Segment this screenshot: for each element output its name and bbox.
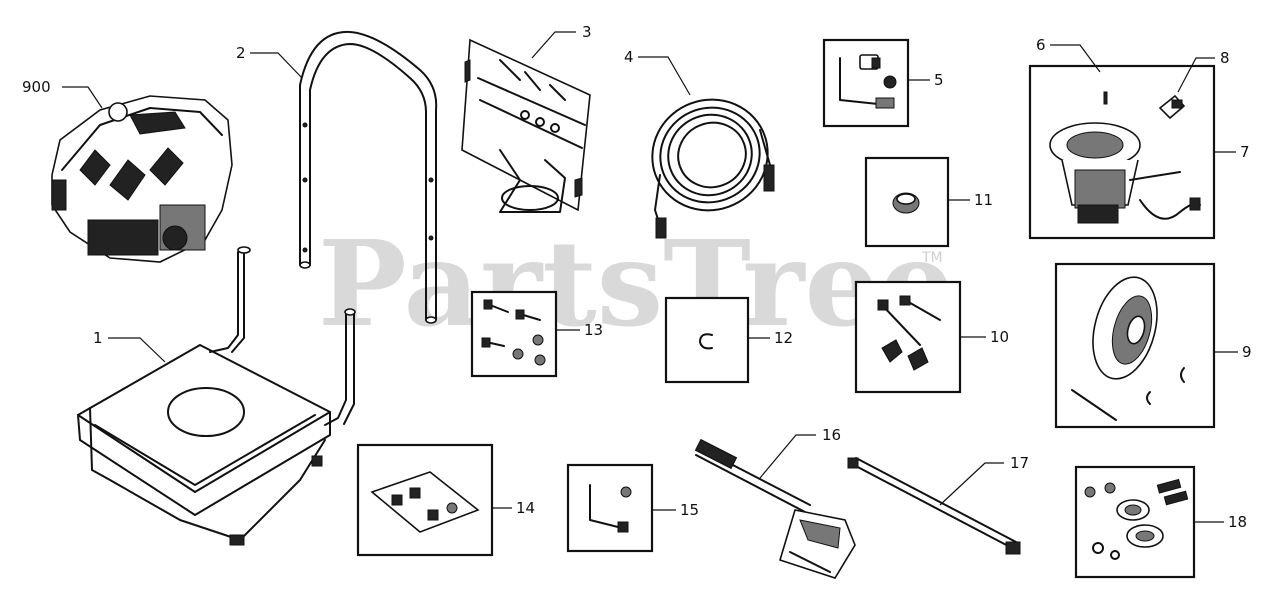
callout-4-label: 4 — [624, 48, 634, 66]
watermark: PartsTree TM — [318, 214, 955, 353]
part-7-pump-assembly[interactable] — [1028, 64, 1216, 240]
callout-3-label: 3 — [582, 23, 592, 41]
callout-14: 14 — [492, 499, 535, 517]
callout-13-label: 13 — [584, 321, 603, 339]
callout-12-label: 12 — [774, 329, 793, 347]
part-900-engine[interactable] — [51, 95, 233, 263]
callout-4: 4 — [624, 48, 691, 96]
callout-2-label: 2 — [236, 44, 246, 62]
callout-18-label: 18 — [1228, 513, 1247, 531]
callout-1-label: 1 — [93, 329, 103, 347]
callout-10: 10 — [960, 328, 1009, 346]
callout-6: 6 — [1036, 36, 1101, 73]
part-17-wand[interactable] — [847, 457, 1021, 555]
callout-1: 1 — [93, 329, 166, 363]
callout-6-label: 6 — [1036, 36, 1046, 54]
callout-10-label: 10 — [990, 328, 1009, 346]
callout-9-label: 9 — [1242, 343, 1252, 361]
callout-16-label: 16 — [822, 426, 841, 444]
callout-12: 12 — [748, 329, 793, 347]
part-10-knob-kit[interactable] — [854, 280, 962, 394]
part-6-pin[interactable] — [1103, 91, 1108, 105]
watermark-text: PartsTree — [318, 214, 955, 353]
part-13-hardware-kit[interactable] — [470, 290, 558, 378]
part-9-wheel-kit[interactable] — [1054, 262, 1216, 429]
part-12-clip[interactable] — [664, 296, 750, 384]
watermark-trademark: TM — [921, 250, 943, 266]
callout-5: 5 — [908, 71, 944, 89]
callout-7: 7 — [1214, 143, 1250, 161]
part-15-fitting-kit[interactable] — [566, 463, 654, 553]
part-3-bracket[interactable] — [461, 38, 591, 213]
callout-14-label: 14 — [516, 499, 535, 517]
callout-17-label: 17 — [1010, 454, 1029, 472]
part-16-spray-gun[interactable] — [694, 438, 856, 579]
callout-900: 900 — [22, 78, 103, 109]
callout-3: 3 — [531, 23, 592, 59]
callout-16: 16 — [759, 426, 841, 479]
callout-900-label: 900 — [22, 78, 51, 96]
part-18-bearing-kit[interactable] — [1074, 465, 1196, 579]
callout-15: 15 — [652, 501, 699, 519]
callout-8-label: 8 — [1220, 49, 1230, 67]
callout-17: 17 — [939, 454, 1029, 506]
part-1-frame[interactable] — [77, 246, 356, 546]
part-14-plate-kit[interactable] — [356, 443, 494, 557]
callout-11: 11 — [948, 191, 993, 209]
callout-5-label: 5 — [934, 71, 944, 89]
part-8-fitting[interactable] — [1158, 94, 1186, 120]
part-4-hose[interactable] — [637, 83, 784, 239]
callout-8: 8 — [1177, 49, 1230, 93]
callout-2: 2 — [236, 44, 303, 79]
callout-13: 13 — [556, 321, 603, 339]
part-2-handle[interactable] — [299, 30, 438, 324]
callout-9: 9 — [1214, 343, 1252, 361]
part-11-cap[interactable] — [864, 156, 950, 248]
callout-15-label: 15 — [680, 501, 699, 519]
callout-18: 18 — [1194, 513, 1247, 531]
part-5-fittings-kit[interactable] — [822, 38, 910, 128]
callout-11-label: 11 — [974, 191, 993, 209]
callout-7-label: 7 — [1240, 143, 1250, 161]
